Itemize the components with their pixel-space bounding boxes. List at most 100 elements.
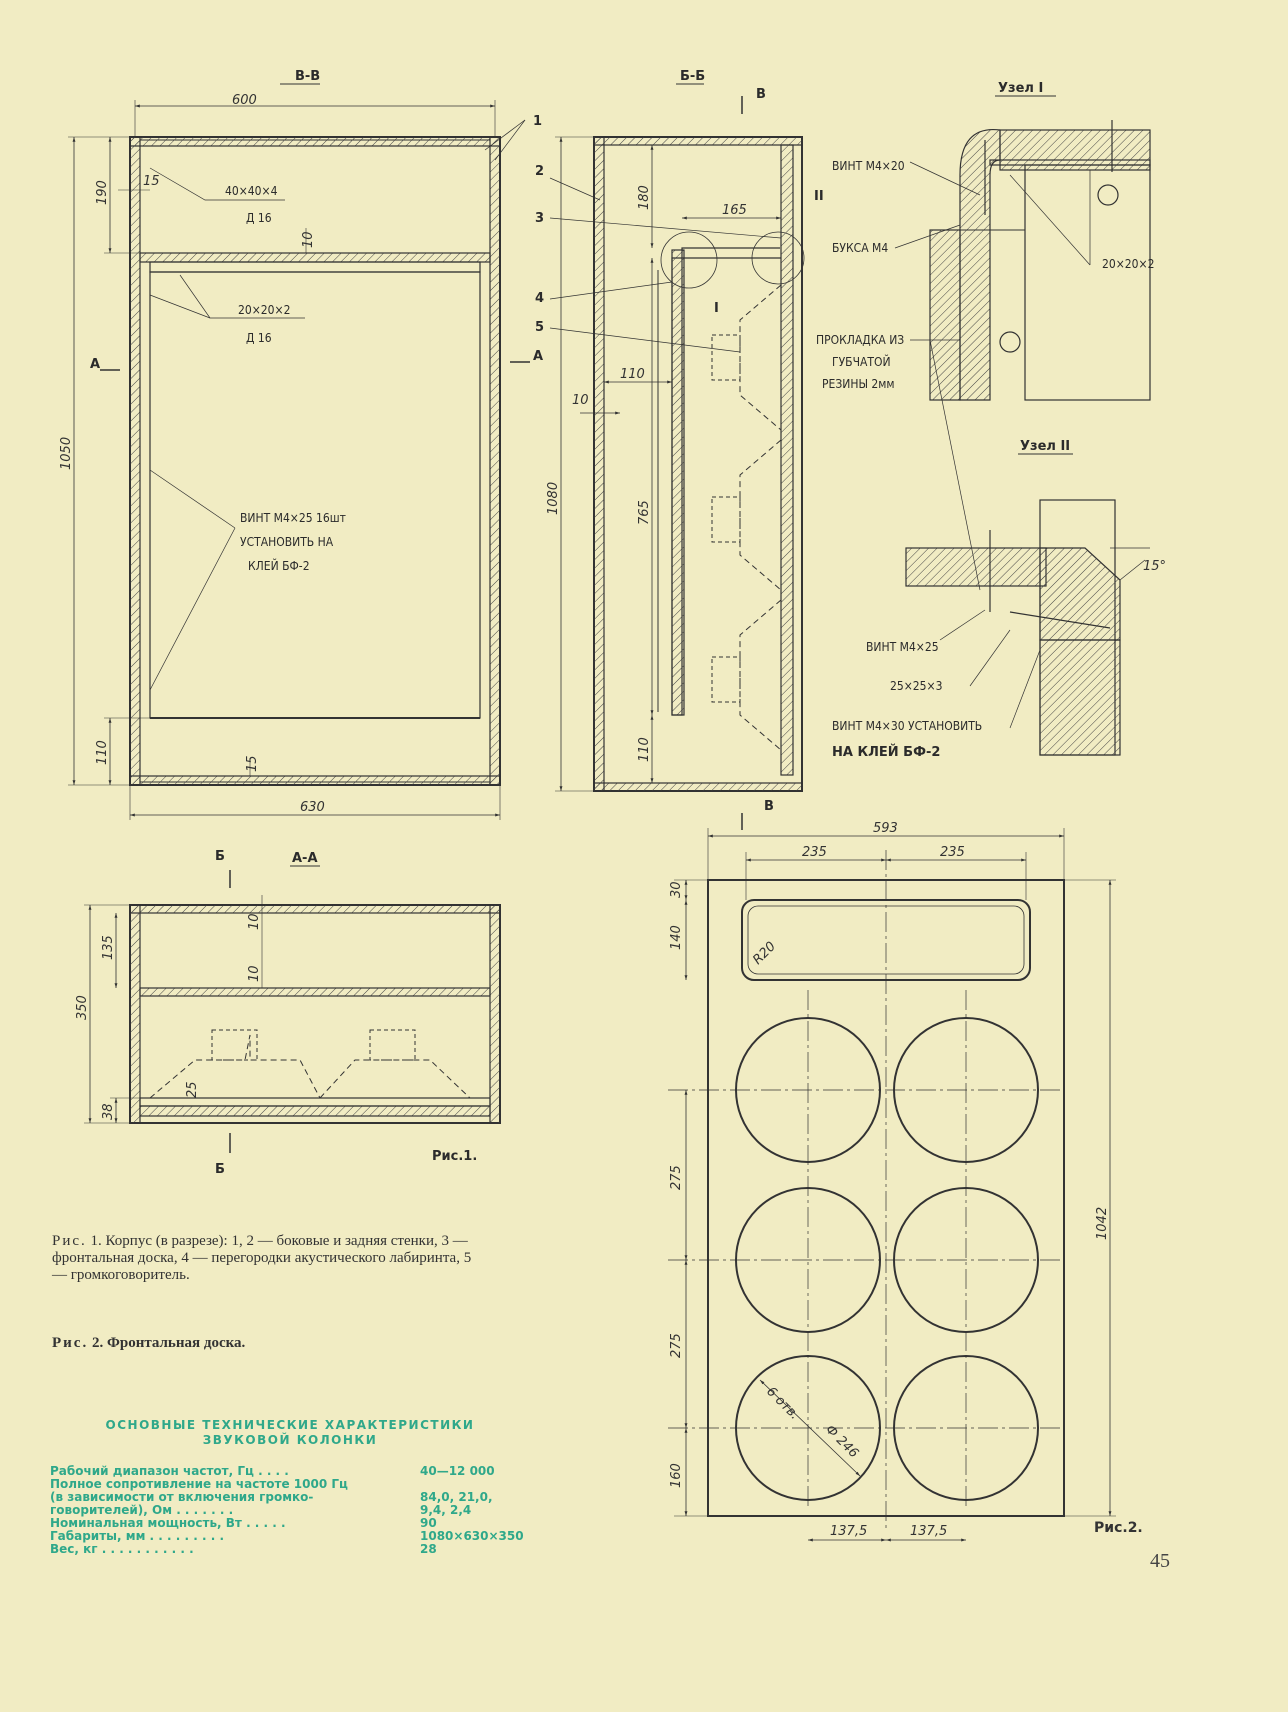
node-2-labels: 15° ВИНТ М4×25 25×25×3 ВИНТ М4×30 УСТАНО… [832, 559, 1166, 760]
front-board [668, 828, 1116, 1542]
node1-gasket-2: ГУБЧАТОЙ [832, 354, 891, 369]
dim-fb-140: 140 [669, 925, 684, 950]
dim-bb-180: 180 [637, 185, 652, 210]
dim-vv-630: 630 [300, 800, 325, 815]
specs-title-line1: ОСНОВНЫЕ ТЕХНИЧЕСКИЕ ХАРАКТЕРИСТИКИ [105, 1418, 475, 1432]
section-bb-dims: 1080 180 165 110 10 765 110 [546, 185, 747, 762]
speaker-hole [735, 1017, 881, 1163]
spec-label: Рабочий диапазон частот, Гц . . . . [50, 1464, 289, 1478]
node2-angle: 15° [1143, 559, 1166, 574]
node1-angle: 20×20×2 [1102, 257, 1154, 271]
speaker-hole [893, 1017, 1039, 1163]
node2-screw-2: ВИНТ М4×30 УСТАНОВИТЬ [832, 719, 982, 733]
marker-a-right: А [533, 349, 543, 364]
speaker-holes [735, 1017, 1039, 1501]
dim-fb-30: 30 [669, 881, 684, 898]
note-vint-2: УСТАНОВИТЬ НА [240, 535, 334, 549]
spec-value: 1080×630×350 [420, 1529, 524, 1543]
fig1-caption: Рис. 1. Корпус (в разрезе): 1, 2 — боков… [52, 1233, 482, 1284]
node1-gasket-3: РЕЗИНЫ 2мм [822, 377, 895, 391]
dim-aa-10b: 10 [247, 965, 262, 982]
speaker-hole [735, 1187, 881, 1333]
node1-gasket-1: ПРОКЛАДКА ИЗ [816, 333, 904, 347]
fig1-label: Рис.1. [432, 1149, 477, 1164]
dim-fb-1042: 1042 [1095, 1207, 1110, 1240]
node-marker-2: II [814, 189, 824, 204]
page-number: 45 [1150, 1550, 1170, 1572]
node2-screw-1: ВИНТ М4×25 [866, 640, 939, 654]
spec-row: говорителей), Ом . . . . . . . 9,4, 2,4 [50, 1504, 510, 1517]
spec-label: (в зависимости от включения громко- [50, 1490, 314, 1504]
node1-bushing: БУКСА М4 [832, 241, 888, 255]
dim-aa-135: 135 [101, 935, 116, 960]
dim-fb-160: 160 [669, 1463, 684, 1488]
speaker-hole [893, 1355, 1039, 1501]
spec-row: Вес, кг . . . . . . . . . . . 28 [50, 1543, 510, 1556]
spec-value: 9,4, 2,4 [420, 1503, 472, 1517]
section-aa-dims: 350 135 38 10 10 25 [75, 913, 262, 1120]
marker-b-top: Б [215, 849, 225, 864]
specs-title-line2: ЗВУКОВОЙ КОЛОНКИ [202, 1433, 378, 1447]
node-1-title: Узел I [998, 81, 1043, 96]
section-bb-title: Б-Б [680, 69, 705, 84]
spec-row: Полное сопротивление на частоте 1000 Гц [50, 1478, 510, 1491]
dim-vv-1050: 1050 [59, 437, 74, 470]
part-number-3: 3 [535, 211, 544, 226]
section-vv: В-В [68, 69, 530, 820]
dim-bb-165: 165 [722, 203, 747, 218]
node1-screw: ВИНТ М4×20 [832, 159, 905, 173]
note-vint-3: КЛЕЙ БФ-2 [248, 558, 310, 573]
dim-fb-r20: R20 [750, 939, 779, 968]
node2-glue: НА КЛЕЙ БФ-2 [832, 744, 940, 760]
dim-aa-25: 25 [185, 1081, 200, 1098]
label-d16b: Д 16 [246, 331, 272, 345]
dim-fb-235b: 235 [940, 845, 965, 860]
specs-table: Рабочий диапазон частот, Гц . . . .40—12… [50, 1465, 524, 1556]
dim-bb-110: 110 [620, 367, 645, 382]
dim-vv-10: 10 [301, 231, 316, 248]
specs-title: ОСНОВНЫЕ ТЕХНИЧЕСКИЕ ХАРАКТЕРИСТИКИ ЗВУК… [70, 1418, 510, 1448]
spec-label: Полное сопротивление на частоте 1000 Гц [50, 1477, 348, 1491]
dim-fb-593: 593 [873, 821, 898, 836]
fig1-caption-text: 1. Корпус (в разрезе): 1, 2 — боковые и … [52, 1233, 472, 1283]
node-marker-1: I [714, 301, 719, 316]
dim-vv-15b: 15 [245, 755, 260, 772]
dim-bb-10: 10 [572, 393, 589, 408]
part-number-5: 5 [535, 320, 544, 335]
dim-fb-137a: 137,5 [830, 1524, 867, 1539]
dim-vv-15: 15 [143, 174, 160, 189]
marker-v-bottom: В [764, 799, 774, 814]
label-d16a: Д 16 [246, 211, 272, 225]
spec-label: говорителей), Ом . . . . . . . [50, 1503, 234, 1517]
spec-value: 28 [420, 1542, 437, 1556]
spec-label: Номинальная мощность, Вт . . . . . [50, 1516, 286, 1530]
dim-fb-275b: 275 [669, 1333, 684, 1358]
part-number-1: 1 [533, 114, 542, 129]
section-vv-labels: 40×40×4 Д 16 20×20×2 Д 16 ВИНТ М4×25 16ш… [90, 114, 543, 573]
node-1: Узел I [894, 81, 1151, 591]
dim-fb-137b: 137,5 [910, 1524, 947, 1539]
dim-bb-1080: 1080 [546, 482, 561, 515]
fig2-label: Рис.2. [1094, 1520, 1143, 1536]
label-angle-40: 40×40×4 [225, 184, 278, 198]
dim-fb-275a: 275 [669, 1165, 684, 1190]
spec-label: Габариты, мм . . . . . . . . . [50, 1529, 225, 1543]
node-2-title: Узел II [1020, 439, 1070, 454]
dim-vv-600: 600 [232, 93, 257, 108]
dim-bb-110b: 110 [637, 737, 652, 762]
dim-fb-235a: 235 [802, 845, 827, 860]
speaker-hole [735, 1355, 881, 1501]
spec-row: Рабочий диапазон частот, Гц . . . .40—12… [50, 1465, 510, 1478]
section-aa-title: А-А [292, 851, 318, 866]
spec-row: Номинальная мощность, Вт . . . . .90 [50, 1517, 510, 1530]
marker-a-left: А [90, 357, 100, 372]
dim-bb-765: 765 [637, 500, 652, 525]
section-bb: Б-Б [549, 69, 805, 830]
part-number-2: 2 [535, 164, 544, 179]
section-bb-labels: 2 3 4 5 I II В В [535, 87, 824, 814]
spec-label: Вес, кг . . . . . . . . . . . [50, 1542, 194, 1556]
section-vv-title: В-В [295, 69, 320, 84]
dim-aa-38: 38 [101, 1103, 116, 1120]
dim-vv-110: 110 [95, 740, 110, 765]
